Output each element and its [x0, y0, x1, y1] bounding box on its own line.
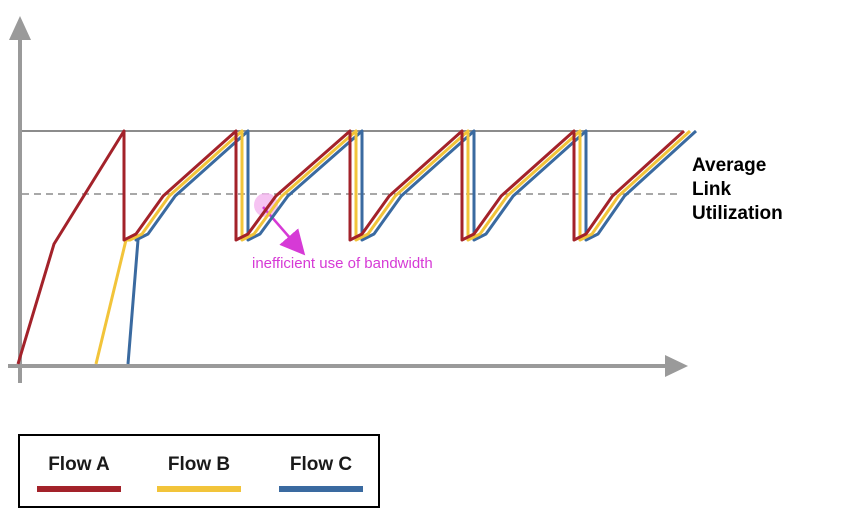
average-label-line-1: Average — [692, 155, 767, 176]
legend-swatch-flow-b — [157, 486, 241, 492]
legend-swatch-flow-c — [279, 486, 363, 492]
legend-label-flow-b: Flow B — [167, 454, 231, 475]
flow-b-line — [94, 129, 692, 365]
inefficient-bandwidth-annotation: inefficient use of bandwidth — [252, 255, 433, 272]
legend-item-flow-b: Flow B — [154, 454, 244, 492]
legend-swatch-flow-a — [37, 486, 121, 492]
legend: Flow A Flow B Flow C — [18, 434, 380, 508]
legend-item-flow-c: Flow C — [276, 454, 366, 492]
x-axis-arrow-icon — [665, 355, 688, 377]
legend-item-flow-a: Flow A — [34, 454, 124, 492]
legend-label-flow-a: Flow A — [48, 454, 110, 475]
legend-label-flow-c: Flow C — [289, 454, 353, 475]
average-label-line-2: Link — [692, 179, 732, 200]
average-link-utilization-label: Average Link Utilization — [692, 154, 783, 226]
flow-a-line — [16, 129, 686, 365]
flow-c-line — [126, 129, 698, 365]
y-axis-arrow-icon — [9, 16, 31, 40]
average-label-line-3: Utilization — [692, 203, 783, 224]
